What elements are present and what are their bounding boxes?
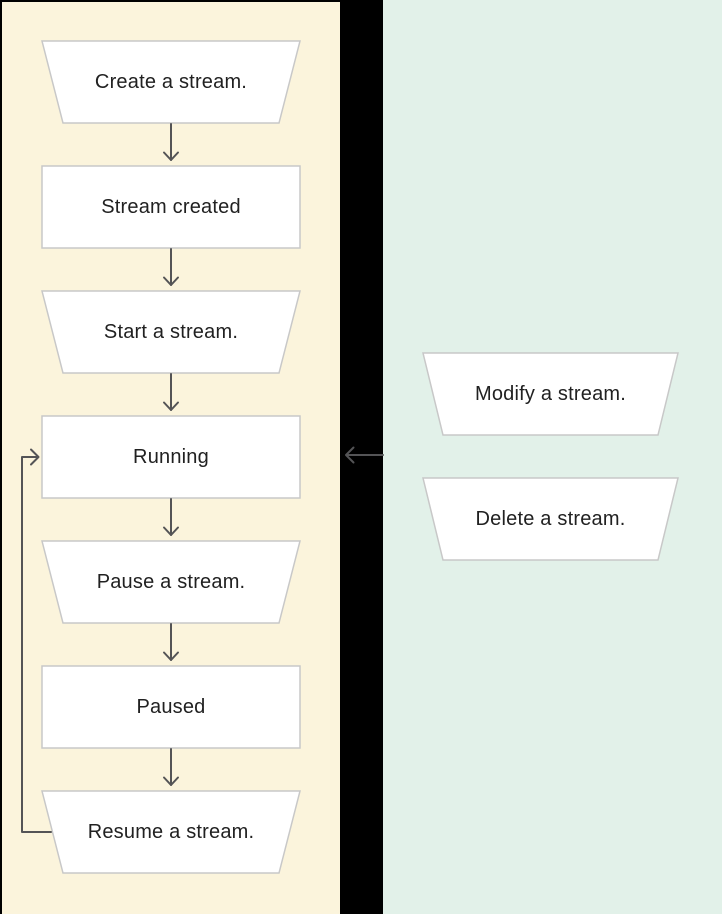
flow-node-paused: Paused <box>41 665 301 749</box>
trapezoid-shape <box>41 540 301 624</box>
flow-node-label: Paused <box>136 695 206 718</box>
arrow-actions-to-running <box>345 446 384 464</box>
flow-node-label: Stream created <box>101 195 241 218</box>
flow-node-label: Delete a stream. <box>475 507 626 530</box>
flow-node-running: Running <box>41 415 301 499</box>
flow-node-label: Running <box>133 445 209 468</box>
stream-actions-panel <box>383 0 722 914</box>
flow-node-pause-a-stream: Pause a stream. <box>41 540 301 624</box>
flow-node-label: Create a stream. <box>94 70 248 93</box>
trapezoid-shape <box>41 290 301 374</box>
flow-node-label: Pause a stream. <box>96 570 246 593</box>
flow-node-delete-a-stream: Delete a stream. <box>422 477 679 561</box>
trapezoid-shape <box>422 352 679 436</box>
flow-node-modify-a-stream: Modify a stream. <box>422 352 679 436</box>
flow-node-start-a-stream: Start a stream. <box>41 290 301 374</box>
flow-node-label: Modify a stream. <box>474 382 627 405</box>
trapezoid-shape <box>41 790 301 874</box>
trapezoid-shape <box>422 477 679 561</box>
trapezoid-shape <box>41 40 301 124</box>
rectangle-shape <box>41 165 301 249</box>
flow-node-label: Start a stream. <box>103 320 239 343</box>
rectangle-shape <box>41 415 301 499</box>
flow-node-label: Resume a stream. <box>87 820 255 843</box>
flow-node-stream-created: Stream created <box>41 165 301 249</box>
flow-node-create-a-stream: Create a stream. <box>41 40 301 124</box>
flow-node-resume-a-stream: Resume a stream. <box>41 790 301 874</box>
